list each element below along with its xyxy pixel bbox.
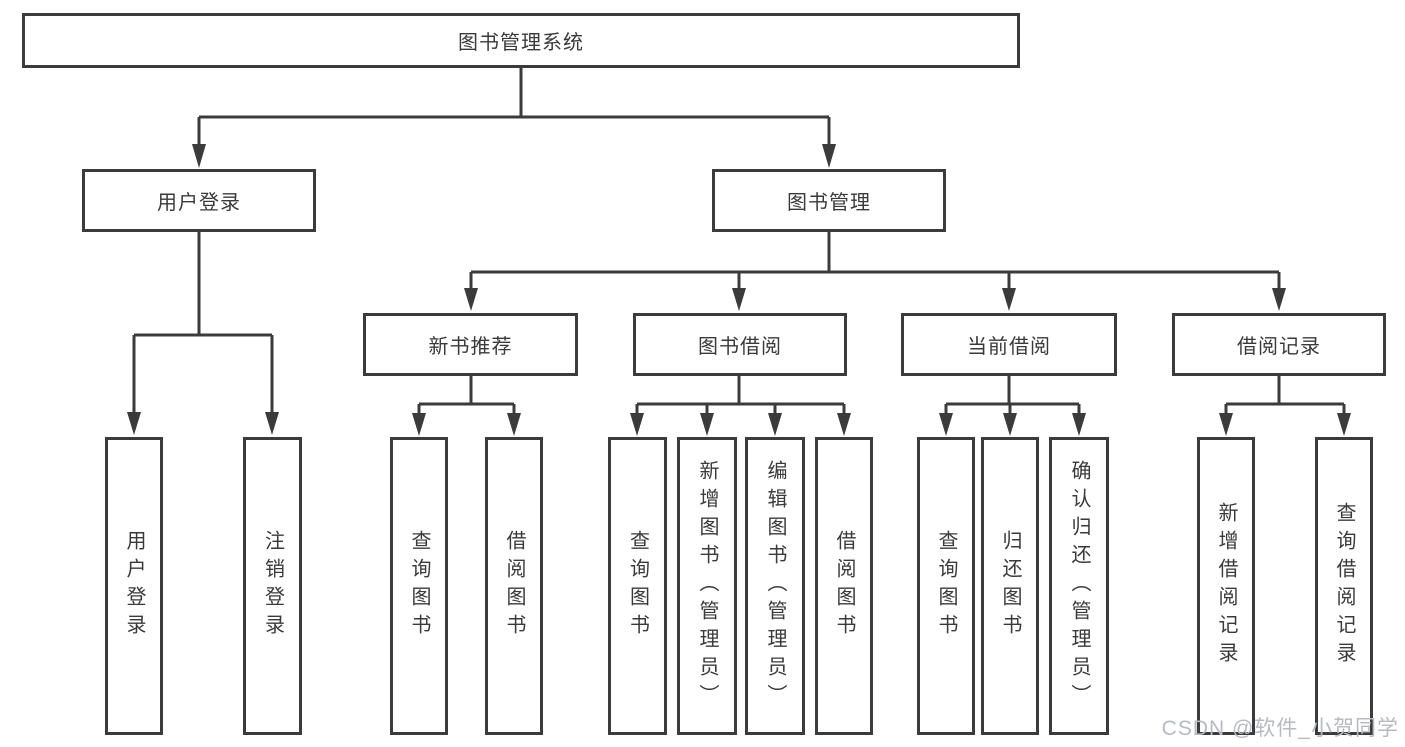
leaf-borrow-borrow-books: 借阅图书	[815, 437, 873, 735]
node-label: 用户登录	[157, 192, 241, 214]
leaf-borrow-edit-books-admin: 编辑图书（管理员）	[745, 437, 805, 735]
leaf-label: 编辑图书（管理员）	[764, 460, 786, 712]
leaf-newbook-borrow-books: 借阅图书	[485, 437, 543, 735]
leaf-current-query-books: 查询图书	[917, 437, 975, 735]
leaf-label: 查询图书	[408, 530, 430, 642]
leaf-logout: 注销登录	[243, 437, 302, 735]
leaf-label: 确认归还（管理员）	[1068, 460, 1090, 712]
leaf-newbook-query-books: 查询图书	[390, 437, 448, 735]
node-label: 借阅记录	[1237, 336, 1321, 358]
csdn-watermark: CSDN @软件_小贺同学	[1161, 717, 1399, 740]
node-new-book-recommend: 新书推荐	[363, 313, 578, 376]
leaf-record-add-borrow-record: 新增借阅记录	[1197, 437, 1255, 735]
node-label: 新书推荐	[428, 336, 513, 358]
leaf-label: 新增借阅记录	[1215, 502, 1237, 670]
leaf-user-login: 用户登录	[105, 437, 163, 735]
node-root-system: 图书管理系统	[22, 13, 1020, 68]
node-label: 图书管理系统	[458, 32, 584, 54]
node-book-borrow: 图书借阅	[633, 313, 847, 376]
leaf-current-confirm-return-admin: 确认归还（管理员）	[1049, 437, 1109, 735]
node-borrow-record: 借阅记录	[1172, 313, 1386, 376]
leaf-label: 查询图书	[935, 530, 957, 642]
leaf-label: 注销登录	[261, 530, 284, 642]
leaf-record-query-borrow-record: 查询借阅记录	[1315, 437, 1373, 735]
node-book-management-branch: 图书管理	[712, 169, 946, 232]
leaf-borrow-query-books: 查询图书	[608, 437, 667, 735]
leaf-label: 借阅图书	[833, 530, 855, 642]
leaf-label: 查询图书	[626, 530, 649, 642]
node-label: 图书借阅	[698, 336, 782, 358]
node-current-borrow: 当前借阅	[901, 313, 1117, 376]
leaf-current-return-books: 归还图书	[981, 437, 1039, 735]
node-label: 图书管理	[787, 192, 871, 214]
leaf-label: 新增图书（管理员）	[696, 460, 718, 712]
leaf-label: 查询借阅记录	[1333, 502, 1355, 670]
leaf-label: 用户登录	[123, 530, 145, 642]
leaf-borrow-add-books-admin: 新增图书（管理员）	[677, 437, 737, 735]
node-user-login-branch: 用户登录	[82, 169, 316, 232]
node-label: 当前借阅	[967, 336, 1051, 358]
leaf-label: 借阅图书	[503, 530, 525, 642]
leaf-label: 归还图书	[999, 530, 1021, 642]
